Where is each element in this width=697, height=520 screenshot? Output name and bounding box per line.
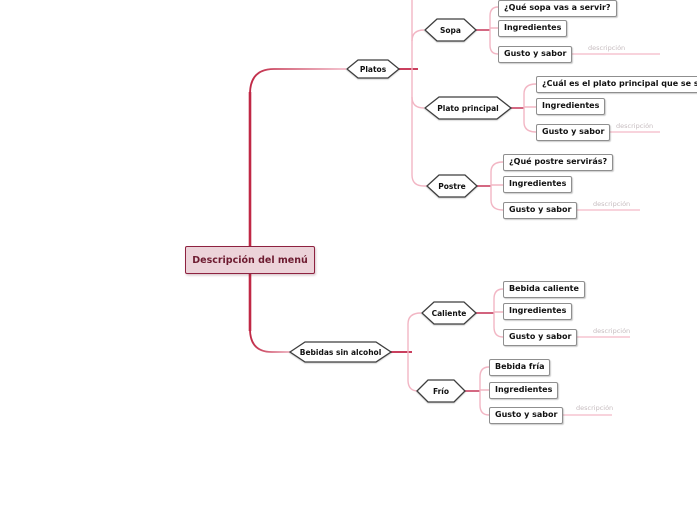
node-platos[interactable]: Platos: [346, 59, 400, 79]
plato-principal-rail: [523, 83, 537, 133]
hexagon-shape: [289, 341, 392, 363]
sopa-rail: [489, 6, 499, 55]
leaf-sopa-pregunta[interactable]: ¿Qué sopa vas a servir?: [498, 0, 617, 17]
trunk-root-to-platos-curve: [249, 68, 346, 95]
node-label: Postre: [438, 181, 466, 191]
node-label: Plato principal: [437, 103, 499, 113]
trunk-root-to-bebidas-curve: [249, 328, 290, 353]
leaf-postre-pregunta[interactable]: ¿Qué postre servirás?: [503, 154, 614, 171]
bebidas-rail: [407, 312, 422, 392]
note-sopa-descripcion[interactable]: descripción: [588, 44, 626, 52]
postre-rail: [490, 161, 504, 211]
node-sopa[interactable]: Sopa: [424, 18, 477, 42]
leaf-plato-principal-gusto[interactable]: Gusto y sabor: [536, 124, 611, 141]
caliente-rail: [493, 288, 504, 338]
hexagon-shape: [346, 59, 400, 79]
leaf-caliente-gusto[interactable]: Gusto y sabor: [503, 329, 578, 346]
leaf-plato-principal-pregunta[interactable]: ¿Cuál es el plato principal que se servi…: [536, 76, 697, 93]
platos-rail: [411, 0, 427, 187]
node-label: Caliente: [431, 308, 467, 318]
note-frio-descripcion[interactable]: descripción: [576, 404, 614, 412]
hexagon-shape: [421, 301, 477, 325]
leaf-sopa-ingredientes[interactable]: Ingredientes: [498, 20, 568, 37]
frio-rail: [479, 366, 490, 416]
leaf-caliente-ingredientes[interactable]: Ingredientes: [503, 303, 573, 320]
node-label: Frío: [432, 386, 450, 396]
node-label: Platos: [359, 64, 387, 74]
note-postre-descripcion[interactable]: descripción: [593, 200, 631, 208]
note-plato-principal-descripcion[interactable]: descripción: [616, 122, 654, 130]
node-root[interactable]: Descripción del menú: [185, 246, 315, 274]
node-frio[interactable]: Frío: [416, 379, 466, 403]
leaf-postre-ingredientes[interactable]: Ingredientes: [503, 176, 573, 193]
hexagon-shape: [424, 96, 512, 120]
node-plato-principal[interactable]: Plato principal: [424, 96, 512, 120]
leaf-postre-gusto[interactable]: Gusto y sabor: [503, 202, 578, 219]
leaf-plato-principal-ingredientes[interactable]: Ingredientes: [536, 98, 606, 115]
node-caliente[interactable]: Caliente: [421, 301, 477, 325]
platos-branch-plato-principal: [411, 96, 425, 109]
node-label: Sopa: [440, 25, 461, 35]
leaf-frio-gusto[interactable]: Gusto y sabor: [489, 407, 564, 424]
node-postre[interactable]: Postre: [426, 174, 478, 198]
leaf-sopa-gusto[interactable]: Gusto y sabor: [498, 46, 573, 63]
hexagon-shape: [416, 379, 466, 403]
hexagon-shape: [424, 18, 477, 42]
note-caliente-descripcion[interactable]: descripción: [593, 327, 631, 335]
hexagon-shape: [426, 174, 478, 198]
leaf-frio-ingredientes[interactable]: Ingredientes: [489, 382, 559, 399]
leaf-frio-bebida[interactable]: Bebida fría: [489, 359, 551, 376]
node-label: Bebidas sin alcohol: [299, 347, 382, 357]
platos-branch-sopa: [411, 29, 425, 42]
leaf-caliente-bebida[interactable]: Bebida caliente: [503, 281, 585, 298]
node-bebidas-sin-alcohol[interactable]: Bebidas sin alcohol: [289, 341, 392, 363]
